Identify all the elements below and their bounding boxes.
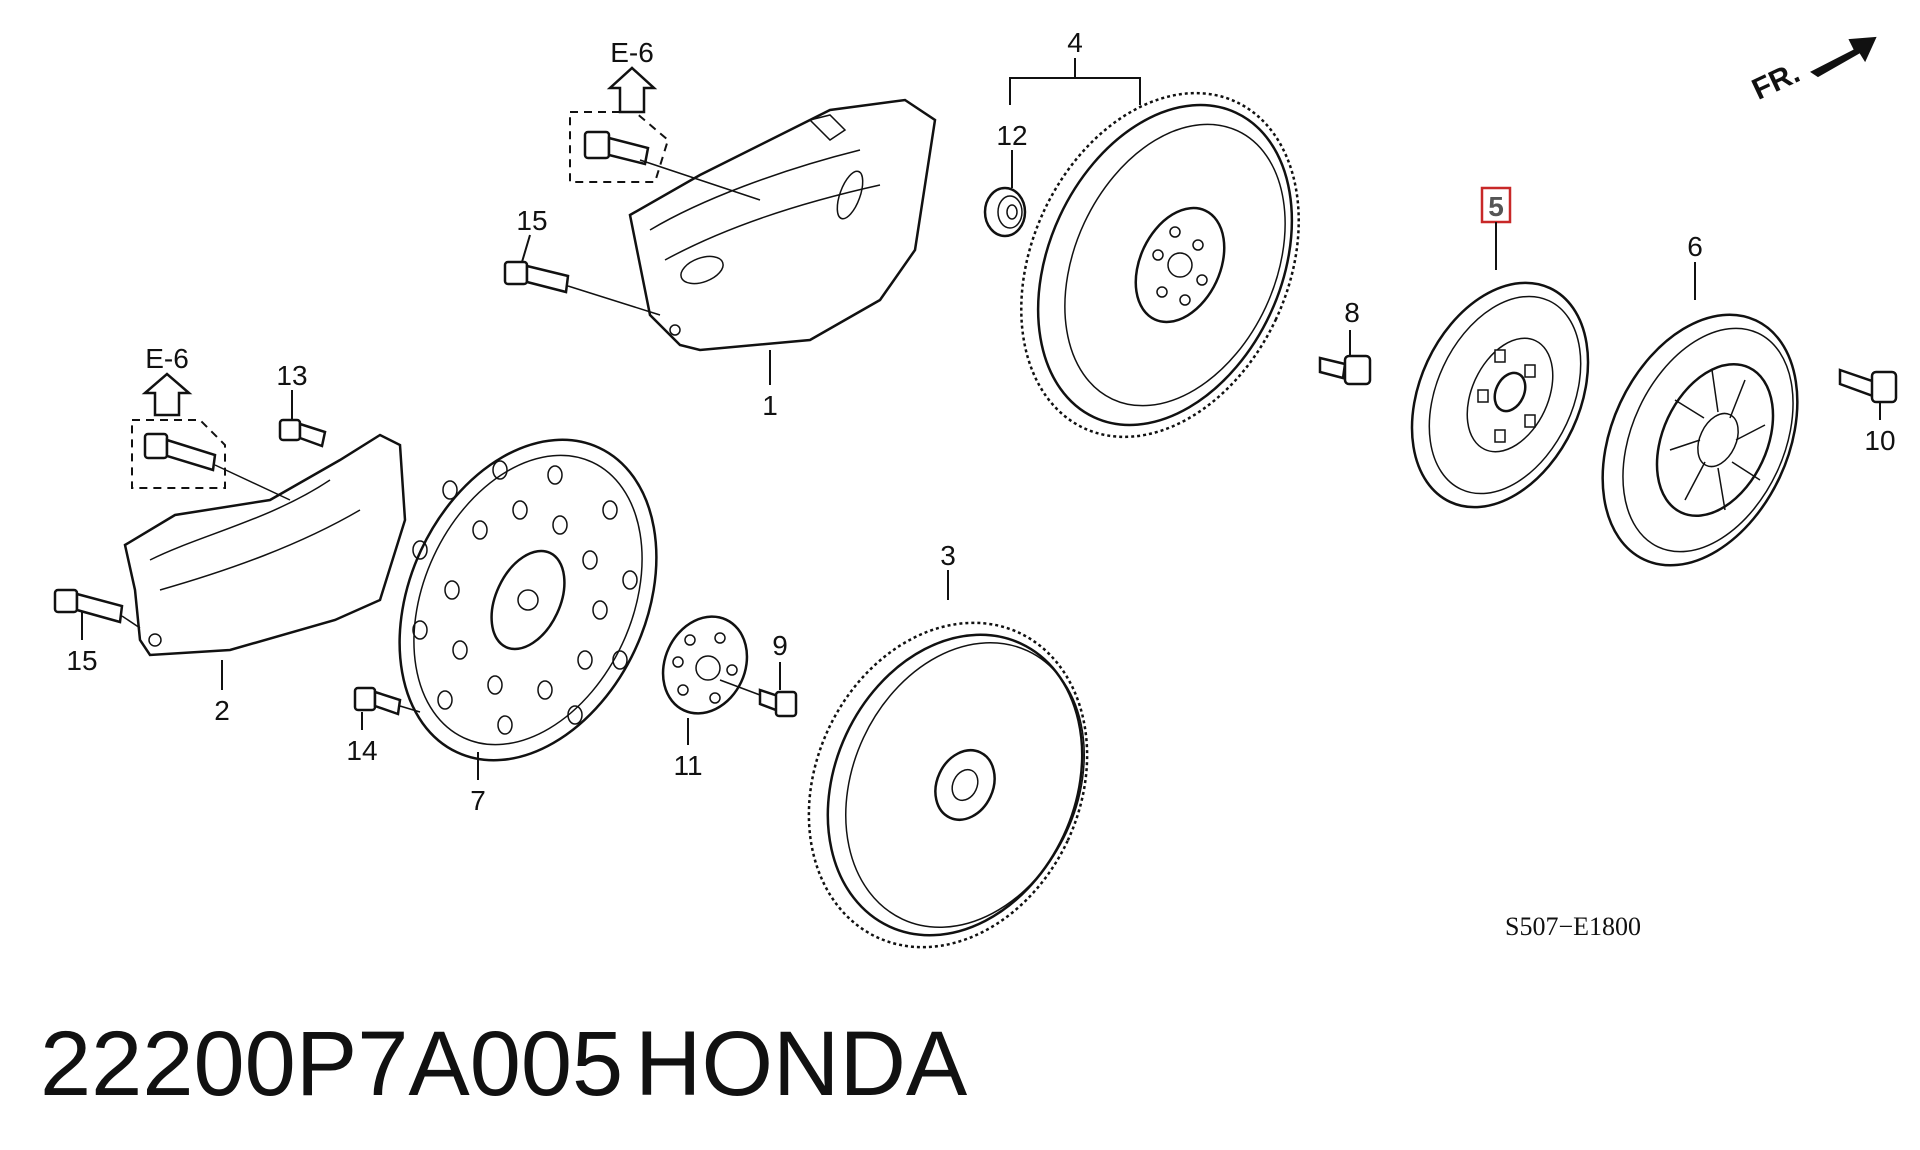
arrow-right-icon xyxy=(1810,36,1877,78)
part-6-pressure-plate xyxy=(1601,313,1799,567)
part-11-back-plate xyxy=(661,615,749,715)
callout-5: 5 xyxy=(1488,191,1504,222)
callout-4: 4 xyxy=(1067,27,1083,58)
part-12-pilot-bearing xyxy=(983,186,1027,238)
part-15-bolt-left xyxy=(53,588,141,629)
callout-15-left: 15 xyxy=(66,645,97,676)
callout-9: 9 xyxy=(772,630,788,661)
callout-2: 2 xyxy=(214,695,230,726)
callout-11: 11 xyxy=(673,750,702,781)
callout-15-top: 15 xyxy=(516,205,547,236)
callout-14: 14 xyxy=(346,735,377,766)
part-14-bolt xyxy=(353,686,421,716)
front-direction-arrow: FR. xyxy=(1747,36,1877,107)
part-15-bolt-top xyxy=(503,260,661,316)
callout-12: 12 xyxy=(996,120,1027,151)
ref-e6-top: E-6 xyxy=(610,37,654,68)
brand-title: HONDA xyxy=(635,1013,968,1115)
part-2-lower-cover xyxy=(123,433,407,657)
callout-13: 13 xyxy=(276,360,307,391)
e6-top-ref: E-6 xyxy=(606,37,658,114)
part-number-title: 22200P7A005 xyxy=(40,1013,623,1115)
direction-label: FR. xyxy=(1747,56,1805,106)
callout-8: 8 xyxy=(1344,297,1360,328)
callout-6: 6 xyxy=(1687,231,1703,262)
arrow-up-icon xyxy=(141,372,193,417)
part-9-bolt xyxy=(719,679,798,718)
ref-e6-left: E-6 xyxy=(145,343,189,374)
part-5-clutch-disc xyxy=(1410,281,1590,509)
part-8-bolt xyxy=(1318,354,1372,386)
part-4-flywheel xyxy=(1020,91,1300,439)
arrow-up-icon xyxy=(606,66,658,114)
bolt-group-e6-top xyxy=(569,111,761,201)
part-13-bolt xyxy=(278,418,327,448)
bolt-group-e6-left xyxy=(131,419,291,501)
part-1-upper-cover xyxy=(628,98,937,352)
drawing-code: S507−E1800 xyxy=(1505,912,1641,941)
callout-10: 10 xyxy=(1864,425,1895,456)
callout-3: 3 xyxy=(940,540,956,571)
callout-7: 7 xyxy=(470,785,486,816)
e6-left-ref: E-6 xyxy=(141,343,193,417)
part-7-drive-plate xyxy=(398,438,658,762)
part-3-torque-converter xyxy=(807,621,1089,949)
callout-1: 1 xyxy=(762,390,778,421)
part-10-bolt xyxy=(1838,368,1898,404)
